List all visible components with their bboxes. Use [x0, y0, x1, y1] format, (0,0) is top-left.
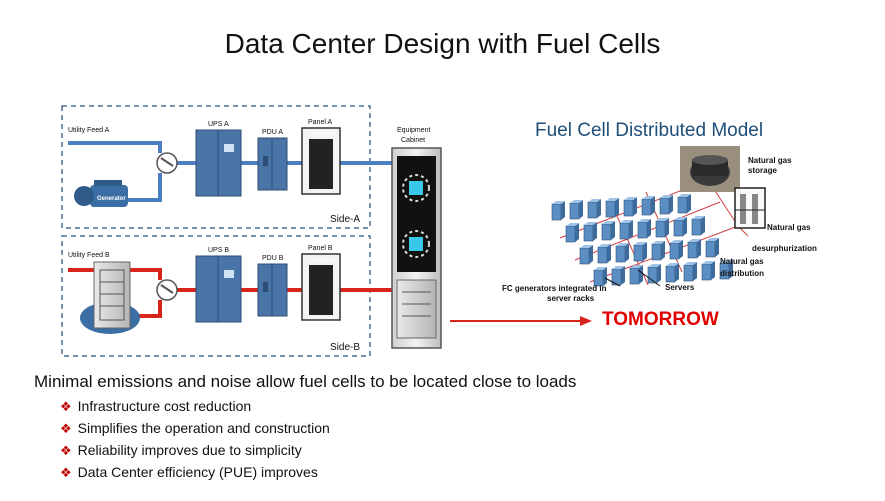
server-rack-icon: [593, 267, 607, 287]
natural-gas-distribution-label-line2: distribution: [720, 269, 764, 278]
panel-b-label: Panel B: [308, 245, 333, 252]
fc-generators-label-line1: FC generators integrated in: [502, 284, 607, 293]
bullet-item: ❖ Infrastructure cost reduction: [60, 396, 330, 418]
bullet-text: Reliability improves due to simplicity: [77, 442, 302, 458]
equipment-cabinet-label-line1: Equipment: [397, 127, 431, 134]
server-rack-icon: [583, 222, 597, 242]
server-rack-icon: [601, 221, 615, 241]
bullet-list: ❖ Infrastructure cost reduction ❖ Simplifi…: [60, 396, 330, 484]
server-rack-icon: [615, 243, 629, 263]
left-diagram-labels: Utility Feed A Utility Feed B Generator …: [68, 119, 431, 353]
server-rack-icon: [569, 200, 583, 220]
server-rack-icon: [687, 239, 701, 259]
side-b-power-line: [68, 268, 392, 318]
side-a-box: [61, 105, 371, 229]
servers-label: Servers: [665, 283, 695, 292]
server-rack-icon: [565, 223, 579, 243]
arrow-to-tomorrow-icon: [450, 316, 592, 326]
natural-gas-storage-icon: [680, 146, 740, 192]
diamond-bullet-icon: ❖: [60, 421, 72, 436]
fc-generators-label-line2: server racks: [547, 294, 595, 303]
fuel-cell-model-title: Fuel Cell Distributed Model: [535, 120, 764, 141]
server-rack-icon: [651, 241, 665, 261]
callout-lines: [604, 269, 661, 287]
bullet-item: ❖ Reliability improves due to simplicity: [60, 440, 330, 462]
ups-a-label: UPS A: [208, 121, 229, 128]
bullet-item: ❖ Simplifies the operation and constructi…: [60, 418, 330, 440]
diamond-bullet-icon: ❖: [60, 399, 72, 414]
natural-gas-distribution-label-line1: Natural gas: [720, 257, 764, 266]
server-rack-icon: [655, 218, 669, 238]
panel-a-icon: [301, 127, 341, 195]
server-rack-icon: [673, 217, 687, 237]
server-rack-icon: [551, 201, 565, 221]
transfer-switch-b-icon: [156, 279, 178, 301]
server-rack-icon: [611, 266, 625, 286]
bullet-item: ❖ Data Center efficiency (PUE) improves: [60, 462, 330, 484]
right-diagram-labels: Natural gas storage Natural gas desurphu…: [502, 156, 817, 303]
pdu-b-icon: [257, 263, 288, 317]
server-rack-icon: [637, 219, 651, 239]
server-rack-icon: [705, 238, 719, 258]
ups-a-icon: [195, 129, 242, 197]
panel-b-icon: [301, 253, 341, 321]
server-rack-icon: [641, 196, 655, 216]
pdu-a-icon: [257, 137, 288, 191]
ups-b-icon: [195, 255, 242, 323]
equipment-cabinet-icon: [391, 147, 442, 349]
server-rack-icon: [683, 262, 697, 282]
server-rack-icon: [579, 245, 593, 265]
diamond-bullet-icon: ❖: [60, 465, 72, 480]
desurphurization-unit-icon: [734, 187, 766, 229]
bullet-text: Data Center efficiency (PUE) improves: [77, 464, 318, 480]
pdu-b-label: PDU B: [262, 255, 284, 262]
server-rack-icon: [623, 197, 637, 217]
side-a-power-line: [68, 141, 392, 202]
generator-label: Generator: [97, 196, 126, 202]
server-rack-icon: [633, 242, 647, 262]
server-rack-icon: [629, 265, 643, 285]
fuel-cell-unit-icon: [80, 261, 140, 334]
utility-feed-b-label: Utility Feed B: [68, 252, 110, 259]
server-rack-icon: [659, 195, 673, 215]
server-rack-icon: [719, 260, 733, 280]
generator-icon: [74, 180, 128, 207]
natural-gas-storage-label-line1: Natural gas: [748, 156, 792, 165]
side-a-label: Side-A: [330, 214, 360, 225]
server-rack-icon: [647, 264, 661, 284]
panel-b-main-breaker-label: Main Breaker: [310, 257, 334, 262]
server-rack-icon: [691, 216, 705, 236]
server-rack-icon: [665, 263, 679, 283]
server-racks-grid: [551, 194, 733, 287]
main-statement: Minimal emissions and noise allow fuel c…: [34, 372, 577, 391]
bullet-text: Simplifies the operation and constructio…: [77, 420, 330, 436]
ups-b-label: UPS B: [208, 247, 229, 254]
server-rack-icon: [669, 240, 683, 260]
server-rack-icon: [677, 194, 691, 214]
tomorrow-label: TOMORROW: [602, 309, 719, 330]
server-rack-icon: [605, 198, 619, 218]
equipment-cabinet-label-line2: Cabinet: [401, 137, 425, 144]
pdu-a-label: PDU A: [262, 129, 283, 136]
server-rack-icon: [701, 261, 715, 281]
panel-a-label: Panel A: [308, 119, 332, 126]
bullet-text: Infrastructure cost reduction: [77, 398, 252, 414]
slide-title: Data Center Design with Fuel Cells: [224, 28, 661, 59]
natural-gas-storage-label-line2: storage: [748, 166, 777, 175]
utility-feed-a-label: Utility Feed A: [68, 127, 110, 134]
side-b-box: [61, 235, 371, 357]
side-b-label: Side-B: [330, 342, 360, 353]
natural-gas-desurphurization-label-line1: Natural gas: [767, 223, 811, 232]
server-rack-icon: [597, 244, 611, 264]
diamond-bullet-icon: ❖: [60, 443, 72, 458]
panel-a-main-breaker-label: Main Breaker: [310, 131, 334, 136]
transfer-switch-a-icon: [156, 152, 178, 174]
server-rack-icon: [619, 220, 633, 240]
natural-gas-desurphurization-label-line2: desurphurization: [752, 244, 817, 253]
server-rack-icon: [587, 199, 601, 219]
